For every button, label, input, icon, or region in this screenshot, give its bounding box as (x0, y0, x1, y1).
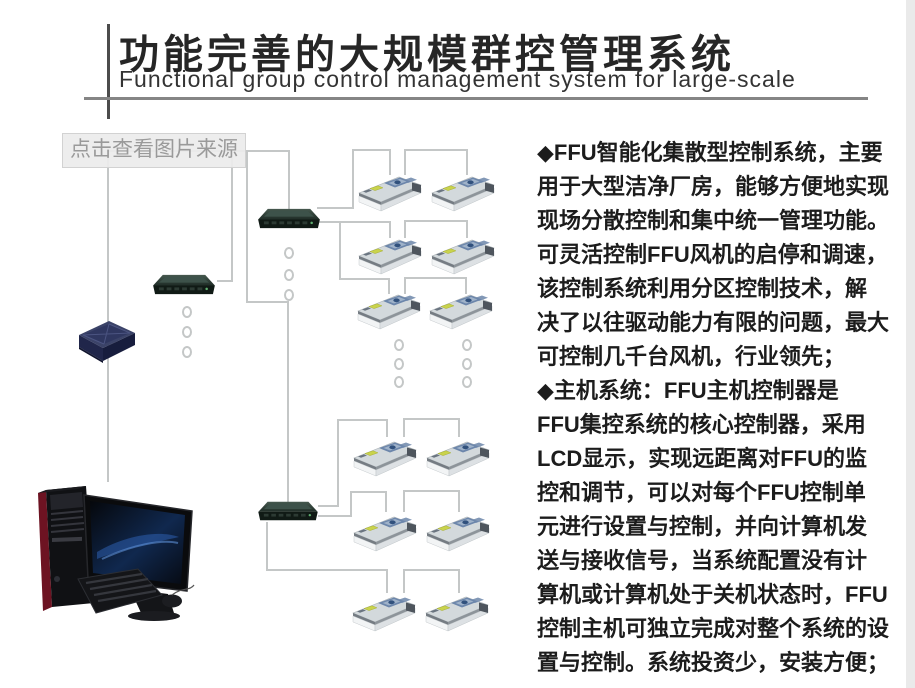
text-line: 用于大型洁净厂房，能够方便地实现 (537, 174, 890, 199)
more-items-dots (182, 326, 192, 338)
text-line: 元进行设置与控制，并向计算机发 (537, 514, 868, 539)
connector-line (388, 278, 390, 294)
connector-line (352, 149, 390, 151)
more-items-dots (462, 376, 472, 388)
more-items-dots (182, 306, 192, 318)
connector-line (246, 150, 248, 302)
ffu-unit-icon (358, 176, 422, 212)
converter-device-icon (78, 320, 136, 364)
ffu-unit-icon (352, 596, 416, 632)
ffu-unit-icon (429, 294, 493, 330)
text-line: 可灵活控制FFU风机的启停和调速， (537, 242, 888, 267)
more-items-dots (394, 339, 404, 351)
connector-line (385, 491, 387, 512)
connector-line (288, 150, 290, 210)
connector-line (386, 569, 388, 593)
connector-line (317, 221, 390, 223)
scrollbar-strip (906, 0, 915, 688)
text-line: 该控制系统利用分区控制技术，解 (537, 276, 868, 301)
zone-controller-icon (258, 208, 320, 229)
title-accent-bar (107, 24, 110, 119)
text-line: 控和调节，可以对每个FFU控制单 (537, 480, 866, 505)
text-line: FFU集控系统的核心控制器，采用 (537, 412, 866, 437)
connector-line (458, 490, 460, 512)
connector-line (217, 280, 233, 282)
connector-line (404, 277, 406, 294)
connector-line (466, 149, 468, 175)
connector-line (458, 569, 460, 593)
more-items-dots (284, 289, 294, 301)
more-items-dots (284, 269, 294, 281)
connector-line (337, 419, 387, 421)
zone-controller-icon (258, 501, 318, 521)
connector-line (318, 505, 339, 507)
text-line: 算机或计算机处于关机状态时，FFU (537, 582, 888, 607)
connector-line (350, 491, 352, 517)
ffu-unit-icon (425, 596, 489, 632)
connector-line (246, 301, 288, 303)
text-line: LCD显示，实现远距离对FFU的监 (537, 446, 867, 471)
connector-line (352, 149, 354, 209)
ffu-unit-icon (426, 441, 490, 477)
connector-line (403, 490, 405, 512)
page-subtitle: Functional group control management syst… (119, 66, 796, 92)
text-line: ◆FFU智能化集散型控制系统，主要 (537, 140, 883, 165)
connector-line (404, 220, 467, 222)
description-text: ◆FFU智能化集散型控制系统，主要用于大型洁净厂房，能够方便地实现现场分散控制和… (537, 136, 915, 680)
more-items-dots (394, 376, 404, 388)
connector-line (339, 278, 389, 280)
text-line: 现场分散控制和集中统一管理功能。 (537, 208, 890, 233)
connector-line (339, 222, 341, 279)
ffu-unit-icon (426, 516, 490, 552)
text-line: 置与控制。系统投资少，安装方便； (537, 650, 890, 675)
more-items-dots (182, 346, 192, 358)
connector-line (404, 277, 466, 279)
more-items-dots (462, 339, 472, 351)
connector-line (317, 207, 353, 209)
text-line: ◆主机系统：FFU主机控制器是 (537, 378, 839, 403)
image-source-tooltip[interactable]: 点击查看图片来源 (62, 133, 246, 168)
connector-line (465, 277, 467, 294)
connector-line (337, 419, 339, 507)
ffu-unit-icon (431, 176, 495, 212)
system-topology-diagram: 点击查看图片来源 (0, 110, 540, 688)
connector-line (231, 150, 233, 281)
connector-line (458, 418, 460, 437)
more-items-dots (462, 358, 472, 370)
connector-line (266, 569, 387, 571)
connector-line (287, 301, 289, 503)
text-line: 决了以往驱动能力有限的问题，最大 (537, 310, 890, 335)
connector-line (389, 149, 391, 175)
connector-line (404, 220, 406, 238)
page-title: 功能完善的大规模群控管理系统 (119, 33, 735, 77)
connector-line (404, 149, 406, 175)
connector-line (389, 221, 391, 238)
connector-line (107, 150, 109, 482)
ffu-unit-icon (358, 239, 422, 275)
title-underline (84, 97, 868, 100)
ffu-unit-icon (357, 294, 421, 330)
zone-controller-icon (153, 274, 215, 295)
connector-line (403, 418, 460, 420)
connector-line (404, 149, 468, 151)
connector-line (466, 220, 468, 238)
more-items-dots (284, 247, 294, 259)
host-computer-icon (38, 486, 195, 621)
ffu-unit-icon (353, 441, 417, 477)
connector-line (318, 515, 351, 517)
connector-line (386, 419, 388, 437)
connector-line (403, 569, 405, 593)
ffu-unit-icon (431, 239, 495, 275)
more-items-dots (394, 358, 404, 370)
connector-line (350, 491, 386, 493)
ffu-unit-icon (353, 516, 417, 552)
text-line: 送与接收信号，当系统配置没有计 (537, 548, 868, 573)
connector-line (403, 490, 460, 492)
connector-line (266, 522, 268, 570)
connector-line (403, 569, 460, 571)
text-line: 控制主机可独立完成对整个系统的设 (537, 616, 890, 641)
text-line: 可控制几千台风机，行业领先； (537, 344, 846, 369)
connector-line (403, 418, 405, 437)
